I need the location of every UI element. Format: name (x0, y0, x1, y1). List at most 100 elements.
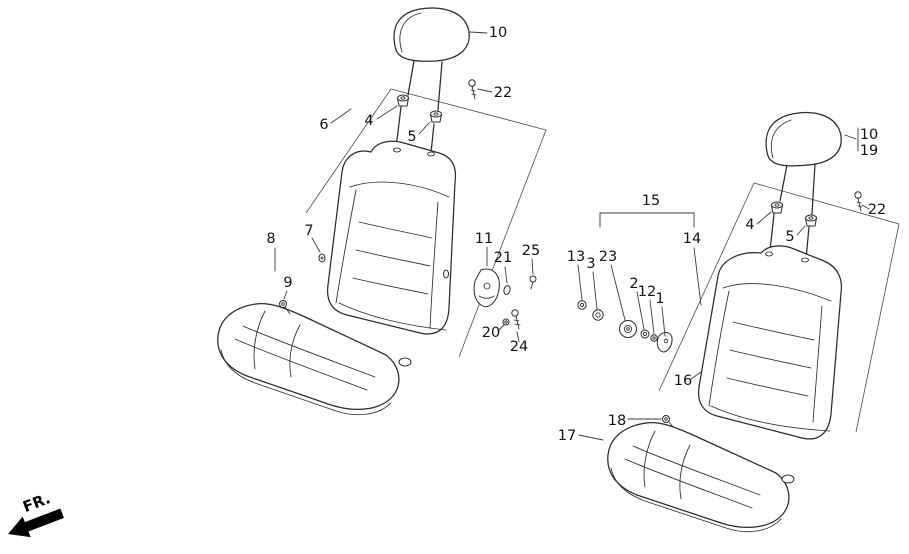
screw-22-right (854, 191, 863, 212)
callout-15: 15 (642, 193, 660, 209)
callout-18: 18 (608, 413, 626, 429)
callout-10-right: 10 (860, 127, 878, 143)
recliner-knob-23 (619, 320, 637, 338)
right-back-bolster-left (708, 290, 730, 407)
callout-1: 1 (655, 291, 664, 307)
left-cushion-divider-1 (253, 310, 266, 370)
bushing-12 (650, 334, 658, 342)
left-back-shoulder-seam (349, 181, 450, 198)
left-cushion-bracket (398, 357, 412, 367)
right-headrest-post-right (811, 163, 816, 215)
callout-4-right: 4 (745, 217, 754, 233)
callout-5-right: 5 (785, 229, 794, 245)
left-recliner-pivot (443, 269, 449, 279)
right-hardware (771, 191, 863, 227)
left-cushion-divider-2 (289, 324, 301, 378)
washer-2 (640, 329, 650, 339)
callout-20: 20 (482, 325, 500, 341)
left-headrest-contour (399, 12, 422, 53)
left-headrest (393, 7, 470, 62)
cap-20 (502, 318, 510, 326)
right-back-stitch-2 (729, 349, 812, 369)
right-seat-back (697, 245, 843, 440)
callout-10-left: 10 (489, 25, 507, 41)
callout-3: 3 (586, 256, 595, 272)
callout-22-left: 22 (494, 85, 512, 101)
right-cushion-stitch-2 (624, 458, 753, 509)
right-back-stitch-1 (732, 321, 815, 341)
left-cushion-stitch-2 (234, 338, 368, 391)
callout-7: 7 (304, 223, 313, 239)
callout-2: 2 (629, 276, 638, 292)
headrest-guide-5-right (805, 214, 817, 227)
right-back-bottom-seam (710, 405, 831, 432)
right-back-bolster-right (812, 305, 823, 423)
fr-label: FR. (20, 489, 52, 516)
right-headrest (765, 111, 842, 167)
callout-13: 13 (567, 249, 585, 265)
right-seat-cushion (607, 422, 790, 528)
left-back-bolster-right (429, 201, 439, 329)
fr-indicator: FR. (8, 489, 64, 538)
right-cushion-divider-1 (643, 430, 656, 488)
left-back-stitch-2 (355, 249, 431, 267)
right-headrest-post-left-lower (769, 213, 775, 252)
callout-4-left: 4 (364, 113, 373, 129)
left-seat-cushion (217, 303, 400, 410)
headrest-guide-4-left (397, 94, 409, 107)
right-seat (607, 111, 843, 533)
callout-labels: 10 22 4 5 6 7 8 9 11 21 25 20 24 15 14 1… (266, 25, 886, 444)
callout-9: 9 (283, 275, 292, 291)
boundary-lines (305, 88, 900, 433)
callout-12: 12 (638, 284, 656, 300)
grommet-7 (318, 253, 326, 263)
headrest-guide-5-left (430, 110, 442, 123)
fr-arrow-icon (8, 508, 64, 538)
knob-3 (592, 309, 604, 321)
headrest-guide-4-right (771, 201, 783, 214)
right-cushion-stitch-1 (632, 445, 761, 496)
callout-22-right: 22 (868, 202, 886, 218)
recliner-lever-1 (656, 331, 673, 353)
left-headrest-post-right (437, 61, 443, 111)
callout-21: 21 (494, 250, 512, 266)
clip-25 (529, 275, 537, 290)
left-headrest-post-right-lower (430, 123, 435, 154)
hook-18 (662, 415, 675, 429)
left-back-bottom-seam (338, 302, 447, 331)
left-cushion-stitch-1 (242, 325, 376, 378)
left-back-stitch-3 (352, 277, 429, 295)
callout-24: 24 (510, 339, 528, 355)
left-seat (217, 7, 470, 416)
left-back-stitch-1 (358, 221, 433, 239)
left-hardware (279, 79, 537, 330)
right-headrest-post-left (779, 164, 788, 202)
hook-9 (279, 300, 291, 315)
callout-16: 16 (674, 373, 692, 389)
right-back-shoulder-seam (722, 283, 832, 302)
left-post-socket-left (393, 147, 401, 153)
callout-14: 14 (683, 231, 701, 247)
left-back-bolster-left (335, 189, 357, 304)
callout-8: 8 (266, 231, 275, 247)
ring-13 (577, 300, 587, 310)
bracket-15 (599, 212, 695, 228)
side-cover-11 (473, 268, 500, 308)
left-cushion-skirt (220, 349, 392, 416)
leader-lines (274, 31, 870, 441)
right-post-socket-left (765, 251, 773, 257)
callout-23: 23 (599, 249, 617, 265)
right-boundary-line (658, 182, 900, 433)
left-post-socket-right (427, 151, 435, 157)
right-cushion-skirt (610, 467, 782, 533)
callout-5-left: 5 (407, 129, 416, 145)
right-post-socket-right (801, 257, 809, 263)
right-cushion-bracket (781, 474, 795, 484)
callout-17: 17 (558, 428, 576, 444)
right-back-stitch-3 (726, 377, 809, 397)
screw-24 (511, 309, 521, 330)
screw-22-left (468, 79, 477, 100)
left-boundary-line (305, 88, 547, 358)
